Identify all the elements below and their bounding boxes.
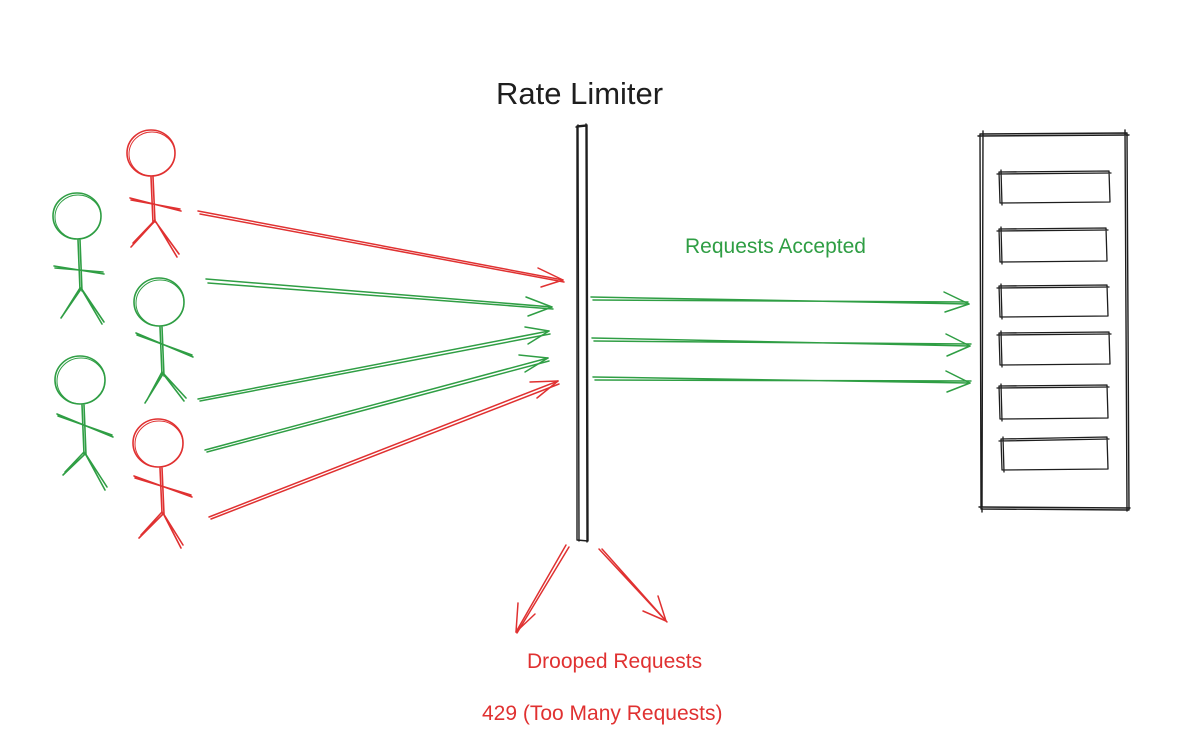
accepted-arrow-1 xyxy=(590,291,970,313)
request-arrow-accepted-1 xyxy=(205,278,554,317)
client-green-3 xyxy=(54,355,114,491)
dropped-arrow-right xyxy=(598,548,668,623)
client-red-1 xyxy=(126,129,182,258)
request-arrow-rejected-2 xyxy=(208,380,560,520)
client-green-1 xyxy=(52,192,105,325)
accepted-label: Requests Accepted xyxy=(685,235,866,258)
accepted-arrow-3 xyxy=(592,370,972,393)
rate-limiter-bar xyxy=(575,123,589,543)
error-code-label: 429 (Too Many Requests) xyxy=(482,702,723,725)
request-arrow-rejected-1 xyxy=(197,210,565,288)
diagram-title: Rate Limiter xyxy=(496,76,664,111)
client-red-2 xyxy=(132,418,193,549)
request-arrow-accepted-3 xyxy=(204,354,550,453)
request-arrow-accepted-2 xyxy=(197,326,551,402)
server-slots xyxy=(996,169,1112,473)
accepted-arrow-2 xyxy=(591,333,972,357)
server xyxy=(977,129,1131,513)
dropped-arrow-left xyxy=(515,544,570,634)
client-green-2 xyxy=(133,277,194,404)
dropped-label: Drooped Requests xyxy=(527,650,703,673)
